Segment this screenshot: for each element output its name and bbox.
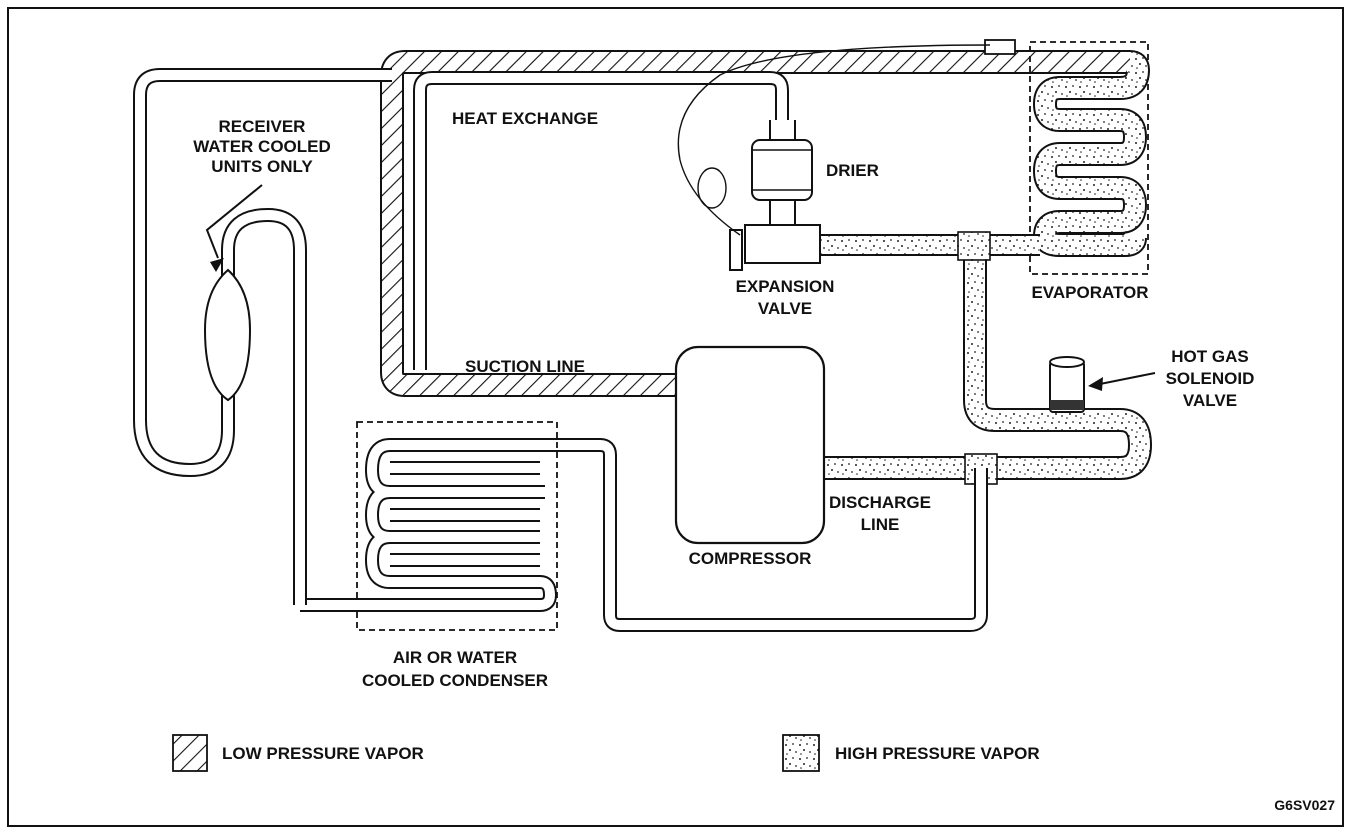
top-fitting — [984, 39, 1016, 55]
heat-exchange-label: HEAT EXCHANGE — [452, 109, 598, 128]
expansion-valve — [677, 44, 991, 271]
legend-label-high-pressure: HIGH PRESSURE VAPOR — [835, 744, 1040, 763]
solenoid-arrow — [1094, 372, 1156, 386]
expansion-valve-label-line2: VALVE — [758, 299, 812, 318]
legend-swatch-stipple — [782, 734, 820, 772]
suction-line-label: SUCTION LINE — [465, 357, 585, 376]
receiver-loop — [133, 68, 392, 605]
legend: LOW PRESSURE VAPOR HIGH PRESSURE VAPOR — [172, 734, 1040, 772]
compressor-label: COMPRESSOR — [689, 549, 812, 568]
evaporator-box — [1029, 41, 1149, 275]
receiver-label-line1: RECEIVER — [219, 117, 306, 136]
solenoid-label-line2: SOLENOID — [1166, 369, 1255, 388]
receiver-vessel — [203, 268, 252, 402]
solenoid-label-line3: VALVE — [1183, 391, 1237, 410]
drier — [751, 120, 813, 225]
expansion-valve-label-line1: EXPANSION — [736, 277, 835, 296]
suction-line-pipe — [380, 50, 1130, 397]
liquid-line — [395, 438, 988, 632]
evaporator-label: EVAPORATOR — [1031, 283, 1148, 302]
hot-gas-solenoid-valve — [1049, 356, 1156, 413]
high-pressure-lines — [820, 231, 1152, 485]
condenser-box — [356, 421, 558, 631]
compressor — [674, 345, 826, 545]
legend-swatch-hatch — [172, 734, 208, 772]
receiver-label-line3: UNITS ONLY — [211, 157, 313, 176]
evaporator-coil — [1033, 50, 1150, 257]
figure-frame — [7, 7, 1344, 827]
condenser-label-line2: COOLED CONDENSER — [362, 671, 548, 690]
solenoid-label-line1: HOT GAS — [1171, 347, 1248, 366]
receiver-arrow — [205, 184, 263, 259]
drier-label: DRIER — [826, 161, 879, 180]
condenser-label-line1: AIR OR WATER — [393, 648, 517, 667]
figure-code: G6SV027 — [1274, 797, 1335, 813]
receiver-label-line2: WATER COOLED — [193, 137, 331, 156]
discharge-line-label-line2: LINE — [861, 515, 900, 534]
condenser-coil — [300, 438, 557, 612]
discharge-line-label-line1: DISCHARGE — [829, 493, 931, 512]
legend-label-low-pressure: LOW PRESSURE VAPOR — [222, 744, 424, 763]
